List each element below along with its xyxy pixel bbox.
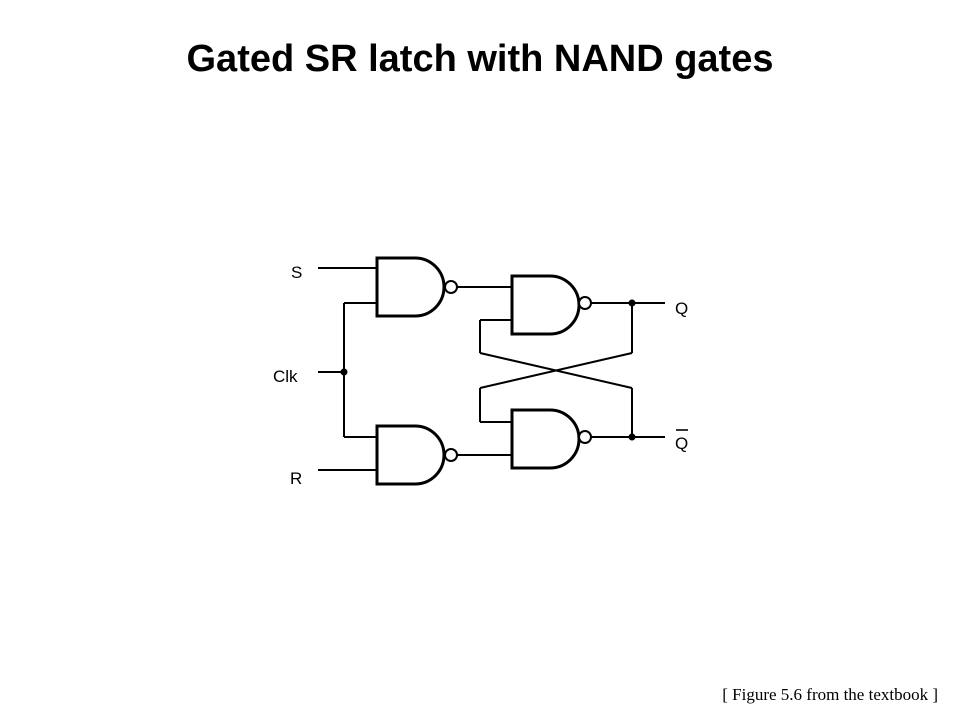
figure-caption: [ Figure 5.6 from the textbook ] bbox=[722, 685, 938, 704]
junction-q-bar bbox=[628, 433, 636, 441]
nand-gate-s bbox=[375, 256, 458, 318]
nand-gate-r bbox=[375, 424, 458, 486]
input-label-clk: Clk bbox=[273, 367, 298, 386]
junction-q bbox=[628, 299, 636, 307]
input-label-r: R bbox=[290, 469, 302, 488]
input-wires bbox=[318, 267, 377, 471]
output-label-q-bar-text: Q bbox=[675, 434, 688, 453]
feedback-wires bbox=[479, 302, 665, 438]
input-label-s: S bbox=[291, 263, 302, 282]
junction-dots bbox=[340, 299, 636, 441]
slide-title: Gated SR latch with NAND gates bbox=[186, 38, 774, 80]
nand-gate-q bbox=[510, 274, 592, 336]
output-label-q: Q bbox=[675, 299, 688, 318]
output-label-q-bar: Q bbox=[675, 429, 688, 453]
stage-wires bbox=[457, 286, 512, 456]
junction-clk bbox=[340, 368, 348, 376]
nand-gate-q-bar bbox=[510, 408, 592, 470]
